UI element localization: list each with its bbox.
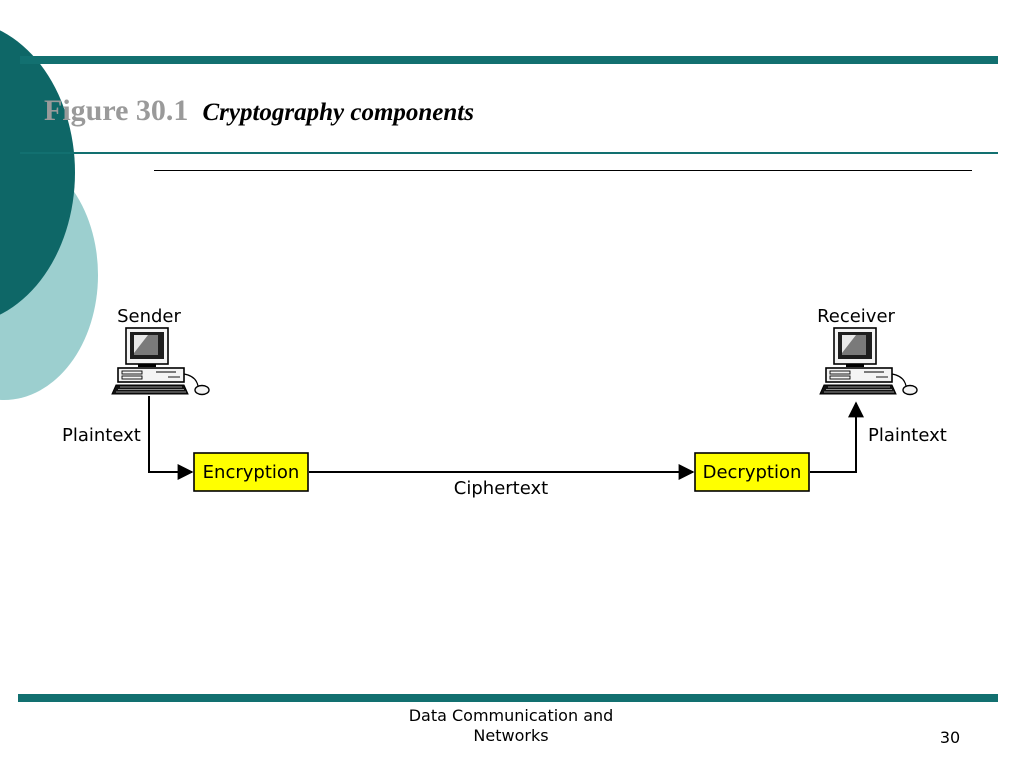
bottom-bar: [18, 694, 998, 702]
encryption-label: Encryption: [203, 462, 300, 483]
sender-computer-icon: [111, 327, 210, 396]
plaintext-out-arrow: [810, 401, 864, 473]
receiver-computer-icon: [819, 327, 918, 396]
plaintext-left-label: Plaintext: [62, 425, 141, 446]
plaintext-in-arrow: [148, 396, 194, 480]
footer-line-2: Networks: [473, 726, 549, 745]
page-number: 30: [939, 728, 961, 747]
footer-line-1: Data Communication and: [408, 706, 614, 725]
receiver-label: Receiver: [817, 306, 895, 327]
decryption-box: [694, 452, 810, 492]
figure-rule: [154, 170, 972, 171]
top-bar: [20, 56, 998, 64]
ciphertext-label: Ciphertext: [454, 478, 548, 499]
decryption-label: Decryption: [703, 462, 802, 483]
title-underline: [20, 152, 998, 154]
figure-number: Figure 30.1: [44, 94, 189, 127]
figure-caption: Cryptography components: [202, 99, 474, 126]
sender-label: Sender: [117, 306, 181, 327]
decorative-light-stem: [0, 300, 62, 360]
plaintext-right-label: Plaintext: [868, 425, 947, 446]
slide-title: Figure 30.1 Cryptography components: [44, 94, 474, 128]
footer-course-title: Data Communication and Networks: [386, 706, 636, 746]
encryption-box: [193, 452, 309, 492]
